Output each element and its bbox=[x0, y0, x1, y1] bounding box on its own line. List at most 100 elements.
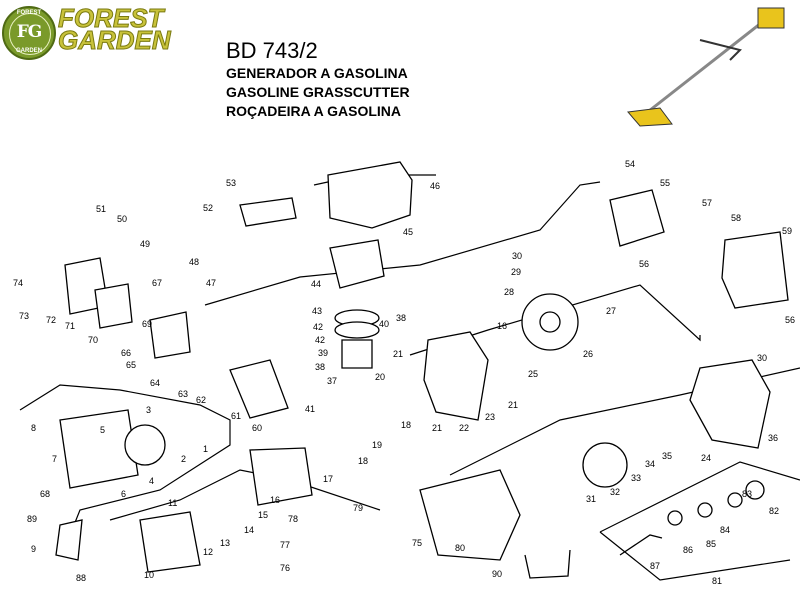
clutch bbox=[582, 442, 628, 488]
part-number: 53 bbox=[226, 178, 236, 188]
part-number: 18 bbox=[358, 456, 368, 466]
part-number: 40 bbox=[379, 319, 389, 329]
cylinder-cover bbox=[327, 161, 413, 229]
starter-housing bbox=[59, 409, 139, 489]
gasket bbox=[139, 511, 201, 573]
part-number: 18 bbox=[401, 420, 411, 430]
part-number: 52 bbox=[203, 203, 213, 213]
part-number: 57 bbox=[702, 198, 712, 208]
part-number: 1 bbox=[203, 444, 208, 454]
muffler-plate bbox=[609, 189, 665, 247]
grasscutter-handle bbox=[699, 39, 742, 61]
gear-nut bbox=[697, 502, 713, 518]
part-number: 6 bbox=[121, 489, 126, 499]
part-number: 10 bbox=[144, 570, 154, 580]
part-number: 20 bbox=[375, 372, 385, 382]
part-number: 74 bbox=[13, 278, 23, 288]
part-number: 87 bbox=[650, 561, 660, 571]
part-number: 16 bbox=[497, 321, 507, 331]
part-number: 54 bbox=[625, 159, 635, 169]
air-filter bbox=[94, 283, 133, 329]
part-number: 21 bbox=[432, 423, 442, 433]
part-number: 66 bbox=[121, 348, 131, 358]
part-number: 58 bbox=[731, 213, 741, 223]
logo-badge-initials: FG bbox=[16, 22, 43, 42]
flywheel-hub bbox=[539, 311, 561, 333]
part-number: 35 bbox=[662, 451, 672, 461]
part-number: 84 bbox=[720, 525, 730, 535]
parts-shapes bbox=[55, 161, 789, 579]
part-number: 5 bbox=[100, 425, 105, 435]
grasscutter-guard bbox=[627, 107, 673, 127]
part-number: 85 bbox=[706, 539, 716, 549]
part-number: 77 bbox=[280, 540, 290, 550]
part-number: 89 bbox=[27, 514, 37, 524]
part-number: 34 bbox=[645, 459, 655, 469]
grasscutter-illustration bbox=[627, 7, 785, 127]
part-number-labels: 1 2 3 4 5 6 7 8 9 10 11 12 13 14 15 16 1… bbox=[13, 159, 795, 586]
part-number: 15 bbox=[258, 510, 268, 520]
part-number: 30 bbox=[512, 251, 522, 261]
part-number: 65 bbox=[126, 360, 136, 370]
divider-line-kit bbox=[599, 461, 800, 533]
part-number: 73 bbox=[19, 311, 29, 321]
part-number: 72 bbox=[46, 315, 56, 325]
part-number: 45 bbox=[403, 227, 413, 237]
part-number: 79 bbox=[353, 503, 363, 513]
part-number: 19 bbox=[372, 440, 382, 450]
part-number: 21 bbox=[393, 349, 403, 359]
divider-line-bottom bbox=[109, 469, 381, 521]
forest-garden-logo: FOREST FG GARDEN FOREST GARDEN bbox=[0, 2, 210, 60]
insulator bbox=[229, 359, 289, 419]
part-number: 62 bbox=[196, 395, 206, 405]
part-number: 61 bbox=[231, 411, 241, 421]
part-number: 27 bbox=[606, 306, 616, 316]
subtitle-portuguese: ROÇADEIRA A GASOLINA bbox=[226, 103, 401, 119]
part-number: 22 bbox=[459, 423, 469, 433]
crankcase-half bbox=[249, 447, 313, 506]
part-number: 82 bbox=[769, 506, 779, 516]
piston-ring-2 bbox=[334, 321, 380, 339]
logo-badge: FOREST FG GARDEN bbox=[2, 6, 56, 60]
part-number: 67 bbox=[152, 278, 162, 288]
piston bbox=[341, 339, 373, 369]
part-number: 12 bbox=[203, 547, 213, 557]
title-block: BD 743/2 GENERADOR A GASOLINA GASOLINE G… bbox=[226, 38, 410, 121]
part-number: 37 bbox=[327, 376, 337, 386]
part-number: 28 bbox=[504, 287, 514, 297]
part-number: 86 bbox=[683, 545, 693, 555]
part-number: 14 bbox=[244, 525, 254, 535]
gear-bearing bbox=[667, 510, 683, 526]
part-number: 69 bbox=[142, 319, 152, 329]
part-number: 38 bbox=[396, 313, 406, 323]
logo-word-forest: FOREST bbox=[57, 3, 164, 33]
part-number: 7 bbox=[52, 454, 57, 464]
model-title: BD 743/2 bbox=[226, 38, 318, 63]
part-number: 64 bbox=[150, 378, 160, 388]
part-number: 55 bbox=[660, 178, 670, 188]
part-number: 46 bbox=[430, 181, 440, 191]
part-number: 81 bbox=[712, 576, 722, 586]
part-number: 80 bbox=[455, 543, 465, 553]
part-number: 75 bbox=[412, 538, 422, 548]
part-number: 23 bbox=[485, 412, 495, 422]
part-number: 59 bbox=[782, 226, 792, 236]
grasscutter-engine bbox=[757, 7, 785, 29]
part-number: 44 bbox=[311, 279, 321, 289]
part-number: 63 bbox=[178, 389, 188, 399]
part-number: 42 bbox=[315, 335, 325, 345]
subtitle-english: GASOLINE GRASSCUTTER bbox=[226, 84, 410, 100]
logo-word-garden: GARDEN bbox=[58, 25, 172, 55]
part-number: 24 bbox=[701, 453, 711, 463]
part-number: 60 bbox=[252, 423, 262, 433]
part-number: 36 bbox=[768, 433, 778, 443]
part-number: 90 bbox=[492, 569, 502, 579]
part-number: 32 bbox=[610, 487, 620, 497]
gear-cup bbox=[745, 480, 765, 500]
part-number: 2 bbox=[181, 454, 186, 464]
part-number: 50 bbox=[117, 214, 127, 224]
part-number: 30 bbox=[757, 353, 767, 363]
part-number: 88 bbox=[76, 573, 86, 583]
logo-badge-ring-bottom: GARDEN bbox=[15, 48, 42, 54]
